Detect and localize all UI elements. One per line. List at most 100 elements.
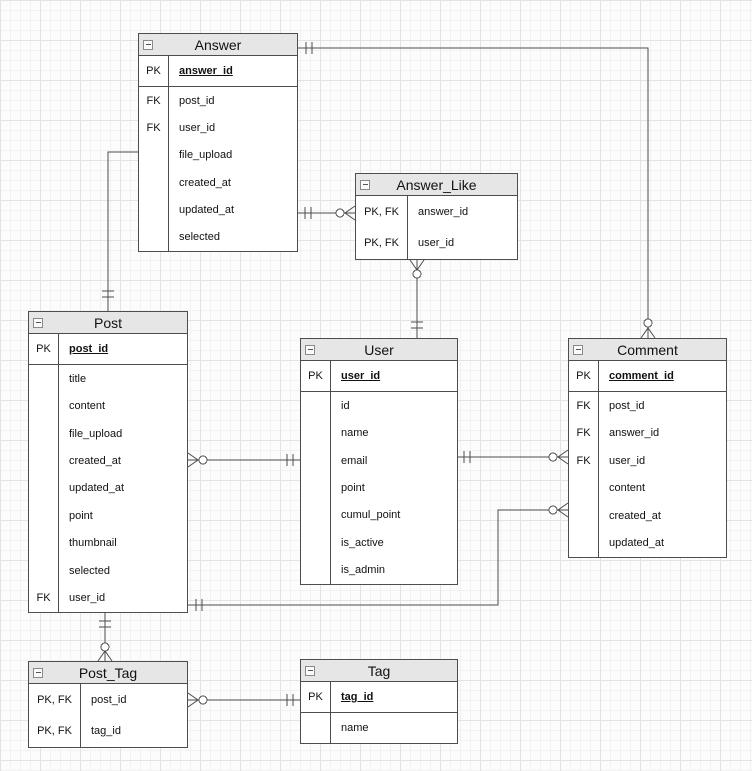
connector-answer-comment[interactable]	[298, 42, 656, 339]
field-name: user_id	[609, 454, 646, 467]
field-row[interactable]: updated_at	[29, 474, 187, 503]
collapse-icon[interactable]	[360, 179, 370, 190]
key-label	[139, 168, 169, 197]
entity-answer-like[interactable]: Answer_Like PK, FK answer_id PK, FK user…	[355, 173, 518, 260]
field-name: email	[341, 454, 368, 467]
entity-tag[interactable]: Tag PK tag_id name	[300, 659, 458, 744]
entity-answer[interactable]: Answer PK answer_id FK post_id FK user_i…	[138, 33, 298, 252]
connector-line	[298, 47, 649, 319]
field-name: post_id	[609, 399, 645, 412]
connector-post-posttag[interactable]	[97, 613, 113, 662]
connector-answer-answerlike[interactable]	[298, 205, 356, 221]
crow-foot	[557, 449, 569, 465]
entity-post-tag[interactable]: Post_Tag PK, FK post_id PK, FK tag_id	[28, 661, 188, 748]
field-name: selected	[179, 231, 220, 244]
field-row[interactable]: email	[301, 446, 457, 475]
entity-post-tag-header[interactable]: Post_Tag	[29, 662, 187, 684]
field-row[interactable]: PK comment_id	[569, 361, 726, 392]
field-row[interactable]: FK post_id	[139, 87, 297, 115]
field-row[interactable]: thumbnail	[29, 529, 187, 558]
connector-tag-posttag[interactable]	[187, 692, 300, 708]
key-label	[29, 419, 59, 448]
field-name: is_active	[341, 536, 384, 549]
field-row[interactable]: PK user_id	[301, 361, 457, 392]
collapse-icon[interactable]	[305, 665, 315, 676]
field-row[interactable]: selected	[29, 557, 187, 585]
connector-post-comment[interactable]	[188, 502, 569, 611]
field-row[interactable]: updated_at	[139, 196, 297, 224]
field-row[interactable]: file_upload	[139, 141, 297, 169]
entity-user[interactable]: User PK user_id id name email point	[300, 338, 458, 585]
field-name: post_id	[91, 693, 127, 706]
field-row[interactable]: point	[29, 502, 187, 530]
field-row[interactable]: created_at	[139, 168, 297, 197]
field-row[interactable]: name	[301, 419, 457, 447]
field-row[interactable]: title	[29, 365, 187, 393]
field-row[interactable]: PK tag_id	[301, 682, 457, 713]
key-label	[29, 474, 59, 503]
field-row[interactable]: selected	[139, 223, 297, 251]
field-row[interactable]: PK, FK post_id	[29, 684, 187, 716]
field-row[interactable]: id	[301, 392, 457, 420]
key-label	[569, 502, 599, 530]
field-row[interactable]: is_active	[301, 529, 457, 557]
field-row[interactable]: FK user_id	[29, 584, 187, 612]
entity-tag-header[interactable]: Tag	[301, 660, 457, 682]
entity-title: Answer	[194, 36, 242, 53]
field-row[interactable]: content	[569, 474, 726, 502]
entity-post-header[interactable]: Post	[29, 312, 187, 334]
field-name: answer_id	[418, 205, 469, 218]
field-name: id	[341, 399, 350, 412]
entity-post[interactable]: Post PK post_id title content file_uploa…	[28, 311, 188, 613]
zero-circle	[548, 505, 558, 515]
field-row[interactable]: PK, FK user_id	[356, 227, 517, 259]
connector-user-post[interactable]	[187, 452, 300, 468]
entity-answer-header[interactable]: Answer	[139, 34, 297, 56]
key-label	[301, 713, 331, 743]
field-row[interactable]: FK post_id	[569, 392, 726, 420]
field-row[interactable]: PK, FK answer_id	[356, 196, 517, 228]
field-row[interactable]: PK post_id	[29, 334, 187, 365]
one-tick-marks	[286, 694, 294, 706]
key-label	[139, 196, 169, 224]
entity-tag-body: PK tag_id name	[301, 682, 457, 743]
field-row[interactable]: created_at	[29, 447, 187, 475]
field-row[interactable]: PK answer_id	[139, 56, 297, 87]
key-label: PK, FK	[29, 715, 81, 747]
collapse-icon[interactable]	[33, 317, 43, 328]
field-name: updated_at	[69, 482, 125, 495]
field-row[interactable]: FK user_id	[569, 447, 726, 475]
key-label: FK	[29, 584, 59, 612]
entity-answer-like-body: PK, FK answer_id PK, FK user_id	[356, 196, 517, 259]
field-row[interactable]: FK user_id	[139, 114, 297, 142]
field-row[interactable]: name	[301, 713, 457, 743]
field-row[interactable]: content	[29, 392, 187, 420]
collapse-icon[interactable]	[305, 344, 315, 355]
one-tick-marks	[304, 207, 312, 219]
field-row[interactable]: cumul_point	[301, 501, 457, 530]
crow-foot	[640, 327, 656, 339]
entity-answer-like-header[interactable]: Answer_Like	[356, 174, 517, 196]
field-row[interactable]: file_upload	[29, 419, 187, 448]
entity-comment-header[interactable]: Comment	[569, 339, 726, 361]
field-row[interactable]: PK, FK tag_id	[29, 715, 187, 747]
field-row[interactable]: FK answer_id	[569, 419, 726, 447]
connector-user-comment[interactable]	[458, 449, 569, 465]
collapse-icon[interactable]	[143, 39, 153, 50]
entity-title: Answer_Like	[396, 176, 477, 193]
collapse-icon[interactable]	[573, 344, 583, 355]
key-label	[301, 501, 331, 530]
field-row[interactable]: is_admin	[301, 556, 457, 584]
field-row[interactable]: updated_at	[569, 529, 726, 557]
entity-title: Tag	[367, 662, 391, 679]
field-name: thumbnail	[69, 537, 117, 550]
field-row[interactable]: created_at	[569, 502, 726, 530]
field-name: content	[609, 482, 646, 495]
entity-comment[interactable]: Comment PK comment_id FK post_id FK answ…	[568, 338, 727, 558]
connector-user-answerlike[interactable]	[409, 259, 425, 338]
key-label	[29, 365, 59, 393]
field-row[interactable]: point	[301, 474, 457, 502]
entity-user-header[interactable]: User	[301, 339, 457, 361]
collapse-icon[interactable]	[33, 667, 43, 678]
